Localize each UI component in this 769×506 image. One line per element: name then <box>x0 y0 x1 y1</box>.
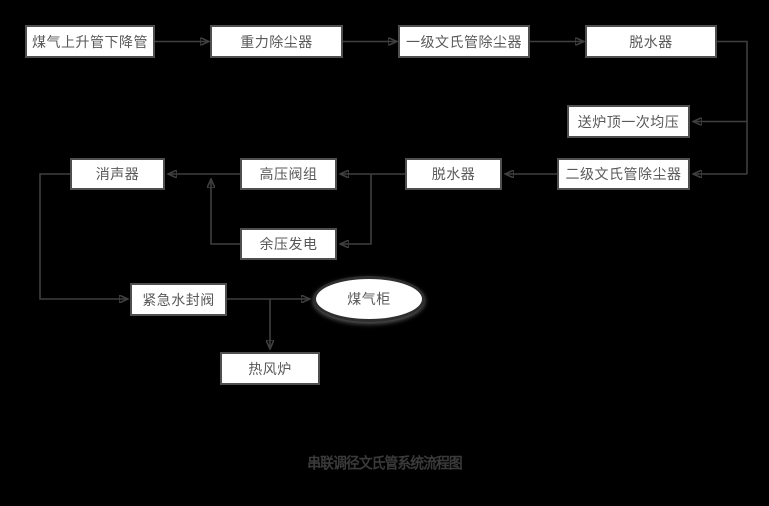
edge-dehydrator1-trunk <box>717 40 748 174</box>
node-gas-holder: 煤气柜 <box>313 276 425 322</box>
node-top-equalizing: 送炉顶一次均压 <box>567 105 690 138</box>
node-venturi-stage-1: 一级文氏管除尘器 <box>398 25 530 58</box>
node-emergency-seal-valve: 紧急水封阀 <box>130 283 227 316</box>
node-hot-blast-stove: 热风炉 <box>220 352 320 385</box>
edge-dehydrator2-to-trt <box>341 174 372 244</box>
node-gravity-deduster: 重力除尘器 <box>210 25 343 58</box>
node-dehydrator-2: 脱水器 <box>405 158 502 190</box>
node-hp-valve-group: 高压阀组 <box>240 158 337 190</box>
diagram-title: 串联调径文氏管系统流程图 <box>307 454 462 472</box>
node-gas-riser-downcomer: 煤气上升管下降管 <box>25 25 155 58</box>
node-venturi-stage-2: 二级文氏管除尘器 <box>557 158 690 190</box>
edge-silencer-to-seal-valve <box>39 173 127 299</box>
edge-trt-to-silencer-line <box>211 180 240 245</box>
node-dehydrator-1: 脱水器 <box>585 25 717 58</box>
node-silencer: 消声器 <box>70 158 165 190</box>
node-trt-power: 余压发电 <box>240 228 337 260</box>
